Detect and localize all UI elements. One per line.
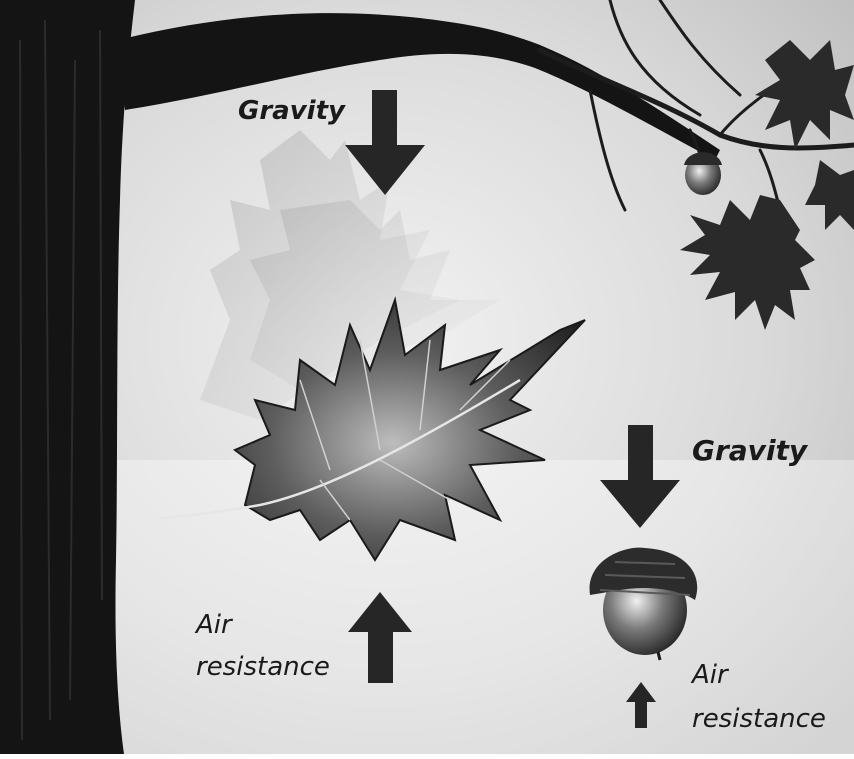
- air-resistance-label-acorn-line2: resistance: [692, 704, 826, 734]
- gravity-label-leaf: Gravity: [238, 96, 345, 126]
- gravity-label-acorn: Gravity: [692, 434, 807, 467]
- air-resistance-label-acorn-line1: Air: [692, 660, 728, 690]
- air-resistance-label-leaf-line1: Air: [196, 610, 232, 640]
- air-resistance-label-leaf-line2: resistance: [196, 652, 330, 682]
